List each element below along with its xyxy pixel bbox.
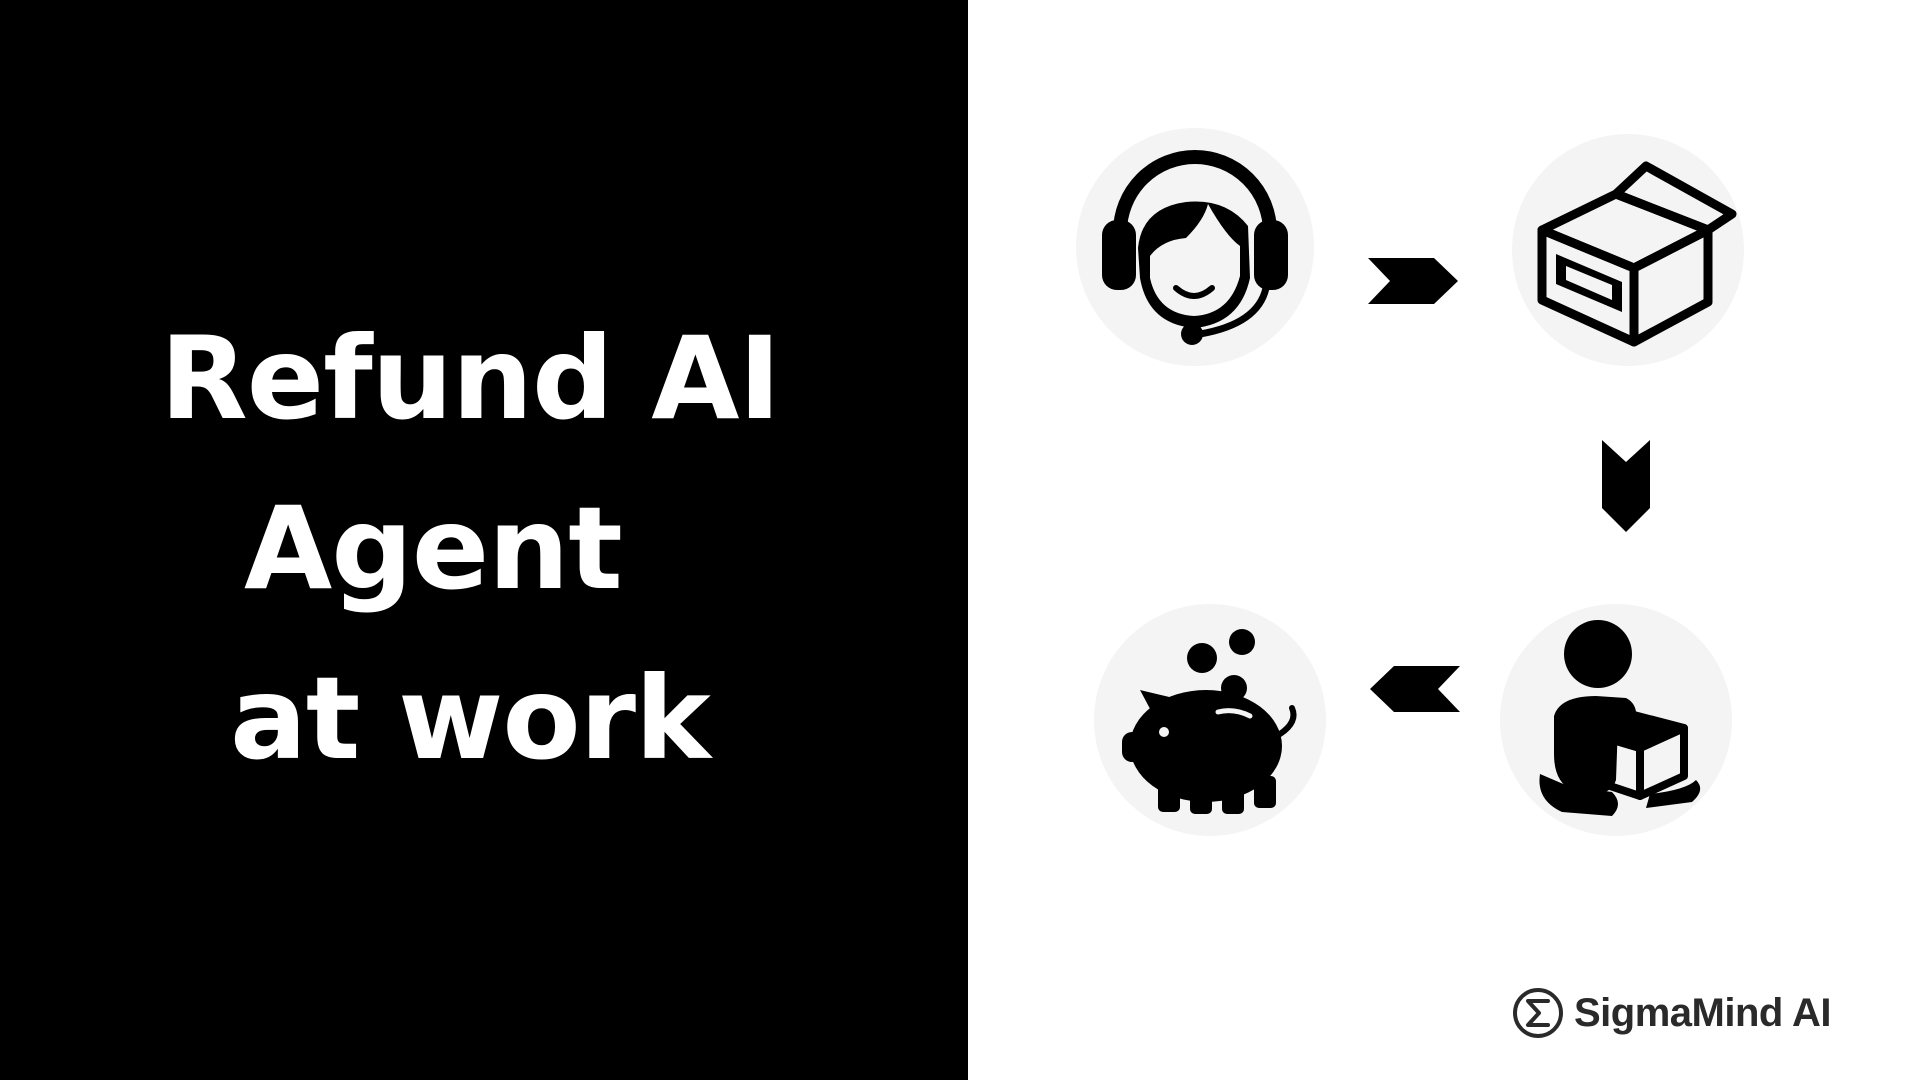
arrow-left-icon	[1370, 666, 1460, 712]
open-package-box-icon	[1537, 161, 1737, 347]
title-line-1: Refund AI	[160, 312, 781, 445]
person-holding-package-icon	[1539, 620, 1701, 816]
flow-step-support	[1076, 128, 1314, 366]
title-line-3: at work	[230, 652, 711, 785]
sigma-circle-logo-icon	[1512, 987, 1564, 1039]
brand-logo: SigmaMind AI	[1512, 986, 1831, 1040]
arrow-right-icon	[1368, 258, 1458, 304]
arrow-down-icon	[1602, 440, 1650, 532]
title-line-2: Agent	[244, 482, 623, 615]
flow-step-refund	[1094, 604, 1326, 836]
refund-flow-diagram: SigmaMind AI	[968, 0, 1920, 1080]
brand-name: SigmaMind AI	[1574, 990, 1831, 1035]
piggy-bank-coins-icon	[1122, 629, 1297, 814]
title-panel: Refund AI Agent at work	[0, 0, 968, 1080]
customer-support-headset-icon	[1102, 150, 1288, 345]
flow-step-return	[1500, 604, 1732, 836]
flow-step-package	[1512, 134, 1744, 366]
